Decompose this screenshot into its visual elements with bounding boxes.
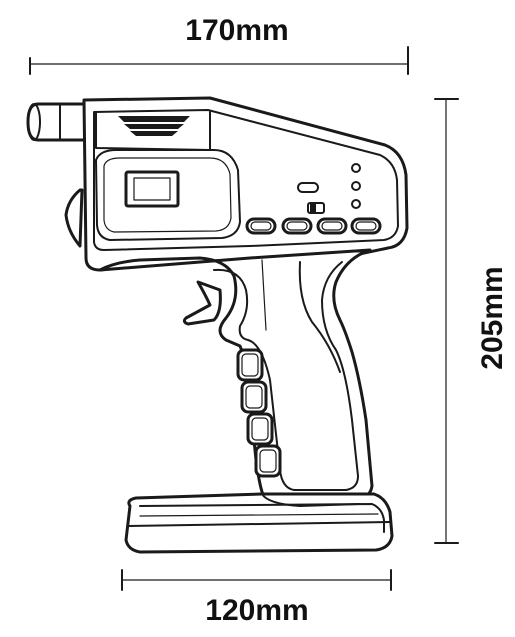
handle-grip xyxy=(98,248,374,504)
top-vent xyxy=(118,116,190,122)
front-cap xyxy=(64,188,84,248)
base-dimension-label: 120mm xyxy=(205,594,308,627)
slide-switch xyxy=(307,202,325,214)
device-outline xyxy=(26,96,409,554)
grip-button-4 xyxy=(254,444,282,478)
indicator-light-1 xyxy=(351,163,361,173)
grip-button-2 xyxy=(240,380,268,414)
grip-button-1 xyxy=(236,348,264,382)
height-dimension: 205mm xyxy=(434,98,509,544)
width-dimension: 170mm xyxy=(29,14,409,75)
status-light xyxy=(297,182,319,193)
control-buttons xyxy=(245,217,382,235)
grip-button-3 xyxy=(246,412,274,446)
height-dimension-label: 205mm xyxy=(476,266,509,369)
width-dimension-label: 170mm xyxy=(185,14,288,47)
grip-buttons xyxy=(236,348,282,478)
trigger xyxy=(182,280,222,326)
main-housing xyxy=(82,96,409,272)
indicator-light-2 xyxy=(351,181,361,191)
indicator-light-3 xyxy=(351,199,361,209)
display-window xyxy=(124,170,180,208)
nozzle-tube xyxy=(26,102,86,142)
base-dimension: 120mm xyxy=(121,569,392,627)
